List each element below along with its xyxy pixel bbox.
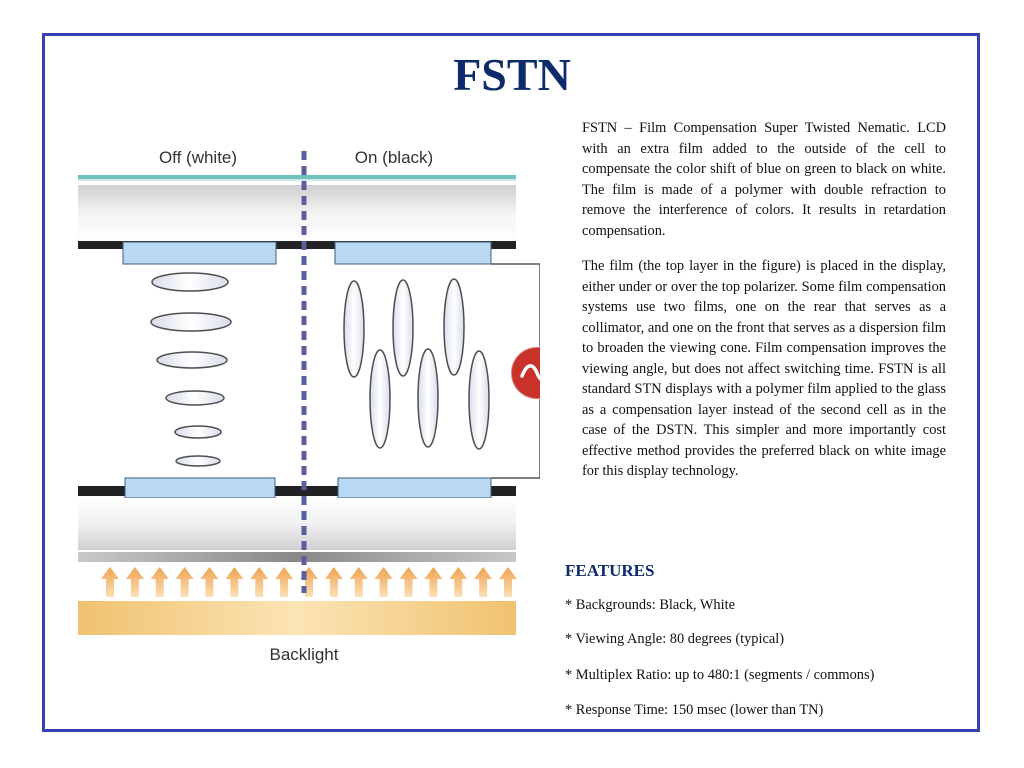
- feature-item: * Response Time: 150 msec (lower than TN…: [565, 702, 824, 718]
- description-paragraph-2: The film (the top layer in the figure) i…: [582, 258, 946, 479]
- label-on-black: On (black): [355, 148, 433, 167]
- light-arrows: [101, 567, 517, 597]
- light-arrow: [424, 567, 443, 597]
- features-heading: FEATURES: [565, 561, 655, 580]
- light-arrow: [374, 567, 393, 597]
- fstn-diagram: Off (white) On (black): [78, 148, 540, 664]
- light-arrow: [150, 567, 169, 597]
- label-backlight: Backlight: [270, 645, 339, 664]
- light-arrow: [101, 567, 119, 597]
- bottom-electrode-right: [337, 477, 492, 499]
- top-glass: [78, 185, 516, 243]
- feature-item: * Multiplex Ratio: up to 480:1 (segments…: [565, 667, 875, 683]
- top-electrode-right: [334, 241, 492, 265]
- bottom-electrode-left: [124, 477, 276, 499]
- compensation-film: [78, 175, 516, 179]
- diffuser-bar: [78, 552, 516, 562]
- bottom-glass: [78, 498, 516, 550]
- label-off-white: Off (white): [159, 148, 237, 167]
- feature-item: * Backgrounds: Black, White: [565, 597, 735, 613]
- feature-item: * Viewing Angle: 80 degrees (typical): [565, 631, 785, 647]
- circuit-wire: [491, 263, 540, 479]
- light-arrow: [175, 567, 194, 597]
- top-electrode-left: [122, 241, 277, 265]
- light-arrow: [200, 567, 219, 597]
- light-arrow: [399, 567, 418, 597]
- lc-molecules-off: [150, 272, 232, 467]
- slide-title: FSTN: [453, 49, 571, 100]
- backlight-bar: [78, 601, 516, 635]
- ac-source-icon: [510, 346, 540, 400]
- lc-molecules-on: [343, 278, 490, 450]
- light-arrow: [449, 567, 468, 597]
- light-arrow: [275, 567, 294, 597]
- light-arrow: [499, 567, 517, 597]
- light-arrow: [250, 567, 269, 597]
- light-arrow: [474, 567, 493, 597]
- light-arrow: [125, 567, 144, 597]
- slide-frame: [42, 33, 980, 732]
- light-arrow: [349, 567, 368, 597]
- light-arrow: [324, 567, 343, 597]
- light-arrow: [225, 567, 244, 597]
- description-paragraph-1: FSTN – Film Compensation Super Twisted N…: [582, 120, 946, 239]
